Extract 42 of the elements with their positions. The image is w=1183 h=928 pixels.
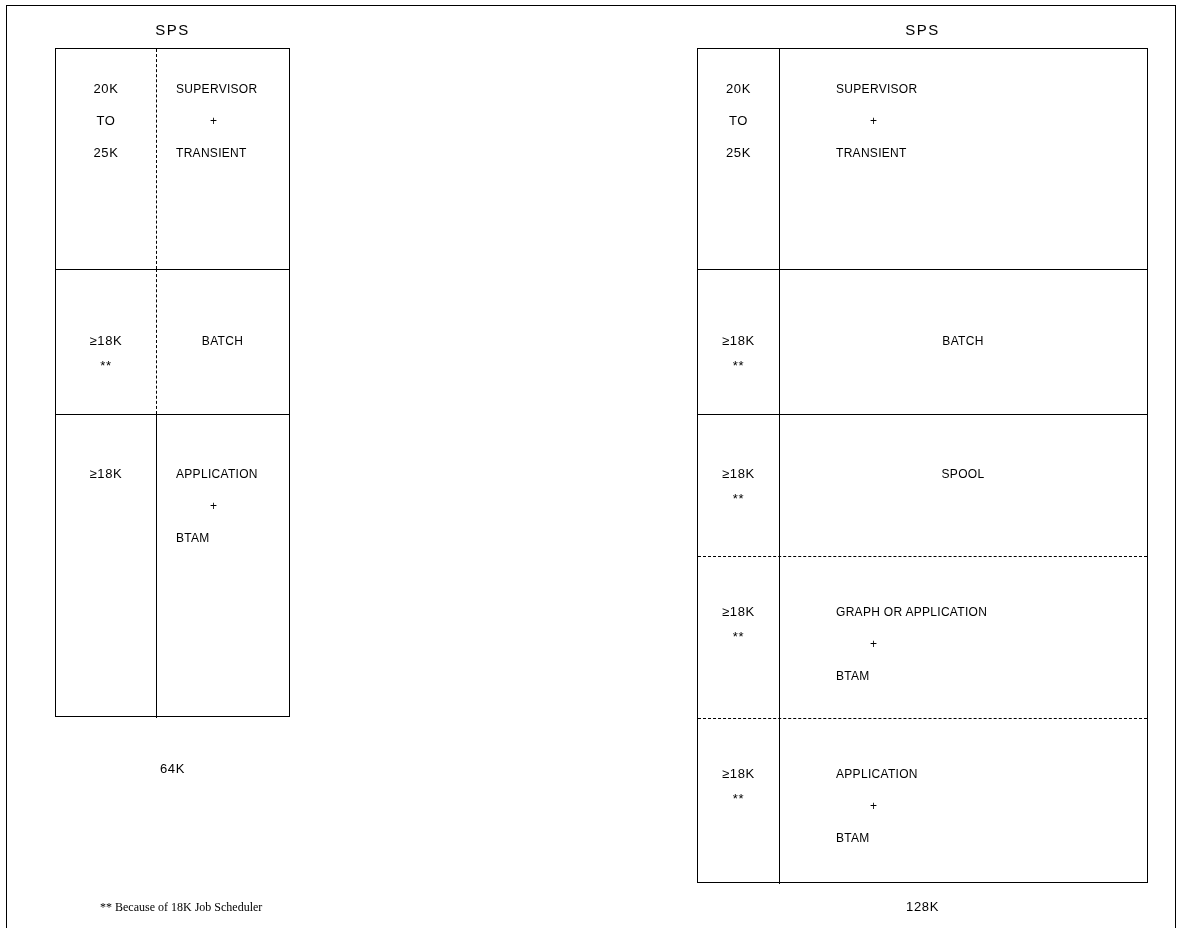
memory-partition xyxy=(698,556,1147,718)
map-title: SPS xyxy=(155,20,190,40)
footnote-mark: ** xyxy=(732,357,745,375)
partition-name: BTAM xyxy=(836,668,870,685)
footnote-mark: ** xyxy=(732,790,745,808)
partition-size: ≥18K xyxy=(88,465,124,483)
partition-name: GRAPH OR APPLICATION xyxy=(836,604,988,621)
memory-size-caption: 128K xyxy=(906,898,939,916)
map-title: SPS xyxy=(905,20,940,40)
plus-sign: + xyxy=(209,498,218,515)
plus-sign: + xyxy=(869,636,878,653)
partition-size: 20K TO 25K xyxy=(724,80,753,162)
partition-size: ≥18K xyxy=(721,765,756,783)
memory-partition xyxy=(698,718,1147,884)
plus-sign: + xyxy=(869,113,878,130)
partition-name: SUPERVISOR xyxy=(176,81,258,98)
partition-name: BATCH xyxy=(942,333,984,350)
partition-size: ≥18K xyxy=(721,465,756,483)
footnote-mark: ** xyxy=(100,357,112,375)
partition-name: BTAM xyxy=(836,830,870,847)
partition-name: SUPERVISOR xyxy=(836,81,918,98)
partition-name: BATCH xyxy=(201,333,244,350)
memory-size-caption: 64K xyxy=(159,760,186,778)
partition-name: APPLICATION xyxy=(176,466,258,483)
partition-name: TRANSIENT xyxy=(836,145,907,162)
partition-size: ≥18K xyxy=(721,603,756,621)
footnote-mark: ** xyxy=(732,490,745,508)
memory-partition xyxy=(698,269,1147,414)
partition-name: BTAM xyxy=(176,530,210,547)
footnote: ** Because of 18K Job Scheduler xyxy=(100,899,263,916)
partition-size: ≥18K xyxy=(721,332,756,350)
partition-name: APPLICATION xyxy=(836,766,918,783)
partition-name: TRANSIENT xyxy=(176,145,247,162)
partition-size: 20K TO 25K xyxy=(92,80,120,162)
partition-size: ≥18K xyxy=(88,332,124,350)
partition-name: SPOOL xyxy=(941,466,985,483)
memory-partition xyxy=(56,414,289,718)
memory-partition xyxy=(56,269,289,414)
memory-partition xyxy=(698,414,1147,556)
plus-sign: + xyxy=(209,113,218,130)
plus-sign: + xyxy=(869,798,878,815)
footnote-mark: ** xyxy=(732,628,745,646)
